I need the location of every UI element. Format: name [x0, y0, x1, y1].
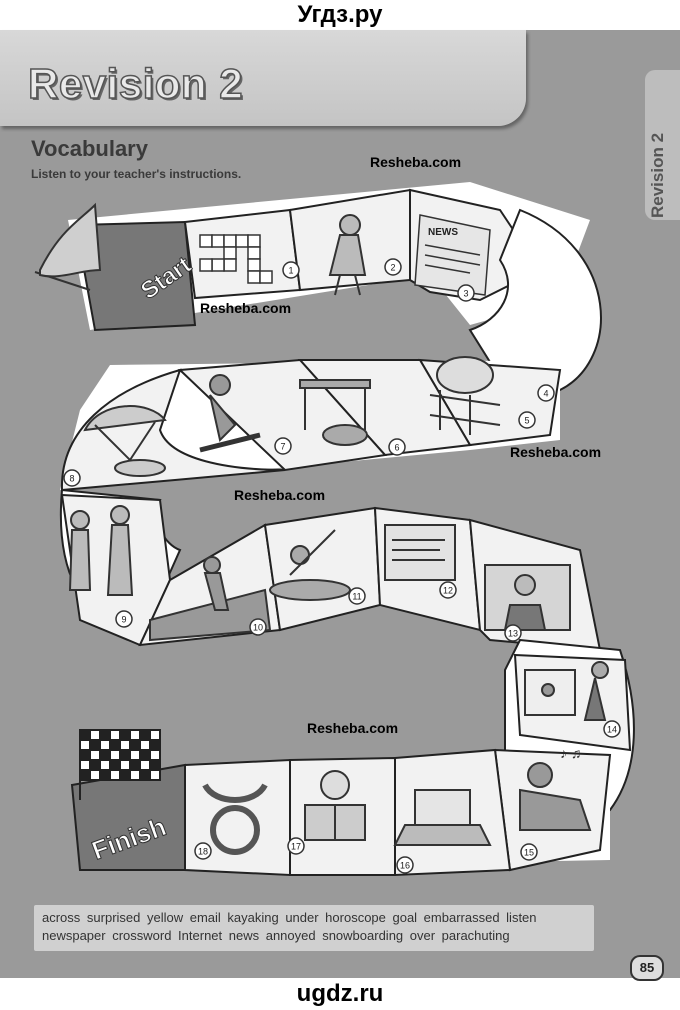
square-number: 18 [198, 847, 208, 857]
word-box-line-2: newspaper crossword Internet news annoye… [42, 928, 510, 943]
square-number-badge [115, 610, 133, 628]
site-footer-label: ugdz.ru [296, 980, 384, 1007]
start-flag-icon [34, 202, 102, 291]
watermark: Resheba.com [510, 444, 602, 460]
square-number-badge [537, 384, 555, 402]
news-sign: NEWS [428, 227, 458, 238]
snowboarder-icon [199, 374, 261, 453]
square-11 [263, 506, 382, 632]
watermark: Resheba.com [370, 154, 462, 170]
crossword-icon [199, 234, 273, 284]
square-number: 6 [394, 443, 399, 453]
word-box-line-1: across surprised yellow email kayaking u… [42, 910, 537, 925]
square-number-badge [439, 581, 457, 599]
table-cat-icon [299, 379, 371, 446]
finish-flag-icon [79, 729, 161, 800]
watermark: Resheba.com [200, 300, 292, 316]
square-number-badge [348, 587, 366, 605]
square-number: 9 [121, 615, 126, 625]
square-number-badge [388, 438, 406, 456]
section-instruction: Listen to your teacher's instructions. [31, 167, 242, 181]
square-number: 2 [390, 263, 395, 273]
sheep-fence-icon [429, 356, 501, 435]
square-number-badge [518, 411, 536, 429]
square-number: 14 [607, 725, 617, 735]
square-number: 3 [463, 289, 468, 299]
square-number-badge [504, 624, 522, 642]
square-1 [183, 208, 302, 300]
page-title: Revision 2 [27, 59, 244, 108]
parachutist-icon [83, 405, 167, 477]
goal-icon [524, 661, 609, 721]
watermark: Resheba.com [307, 720, 399, 736]
square-number: 10 [253, 623, 263, 633]
svg-text:♪ ♫: ♪ ♫ [560, 745, 581, 761]
square-number-badge [520, 843, 538, 861]
laptop-icon [393, 789, 492, 846]
square-number: 12 [443, 586, 453, 596]
listening-person-icon: ♪ ♫ [519, 745, 592, 831]
section-heading: Vocabulary [31, 136, 148, 161]
board-game: NEWS [34, 182, 635, 877]
tv-presenter-icon [484, 564, 571, 631]
newspaper-icon [414, 214, 491, 296]
square-number: 8 [69, 474, 74, 484]
track-right-turn-1 [468, 208, 602, 412]
square-number: 5 [524, 416, 529, 426]
surprised-gift-icon [304, 770, 366, 841]
two-people-icon [68, 505, 134, 596]
road-arrow-icon [149, 556, 272, 642]
square-number: 17 [291, 842, 301, 852]
square-number: 11 [352, 592, 361, 602]
square-number-badge [603, 720, 621, 738]
square-number: 15 [524, 848, 534, 858]
kayak-icon [269, 529, 351, 601]
watermark: Resheba.com [234, 487, 326, 503]
square-number: 16 [400, 861, 410, 871]
rain-person-icon [328, 214, 367, 296]
side-tab: Revision 2 [645, 70, 680, 220]
square-8 [60, 368, 286, 492]
horoscope-icon [202, 783, 268, 855]
site-header-label: Угдз.ру [297, 1, 383, 28]
square-number: 1 [288, 266, 293, 276]
square-number-badge [274, 437, 292, 455]
textbook-page: Revision 2 Revision 2 Vocabulary Listen … [0, 30, 680, 981]
square-number-badge [194, 842, 212, 860]
square-number-badge [396, 856, 414, 874]
square-number-badge [249, 618, 267, 636]
start-square [74, 220, 197, 332]
square-number-badge [282, 261, 300, 279]
square-number: 7 [280, 442, 285, 452]
square-number-badge [384, 258, 402, 276]
title-banner: Revision 2 [0, 30, 526, 126]
square-number-badge [287, 837, 305, 855]
square-number: 4 [543, 389, 548, 399]
square-number: 13 [508, 629, 518, 639]
page-number: 85 [630, 955, 664, 981]
email-screen-icon [384, 524, 456, 581]
square-number-badge [63, 469, 81, 487]
word-box: across surprised yellow email kayaking u… [34, 905, 594, 951]
square-number-badge [457, 284, 475, 302]
